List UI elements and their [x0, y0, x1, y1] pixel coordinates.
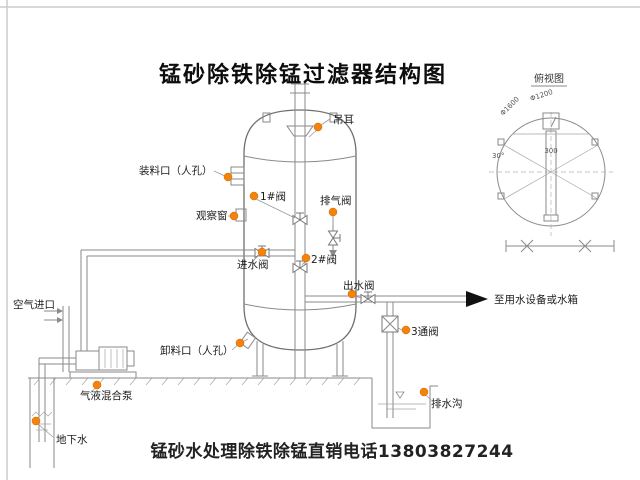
pump-riser-pipe	[80, 250, 88, 351]
label-feed-port: 装料口（人孔）	[139, 164, 213, 177]
label-to-water-equipment: 至用水设备或水箱	[494, 293, 578, 306]
flow-arrow-icon	[466, 291, 488, 307]
label-lifting-lug: 吊耳	[333, 114, 354, 126]
label-groundwater: 地下水	[56, 433, 88, 446]
vessel-legs	[252, 341, 348, 377]
drain-ditch-shape	[371, 378, 438, 429]
label-exhaust-valve: 排气阀	[320, 194, 352, 207]
exhaust-arrow-icon	[329, 250, 337, 257]
marker-pump	[92, 380, 102, 390]
marker-valve-2	[301, 253, 311, 263]
air-inlet-pipe	[62, 306, 70, 372]
dim-phi1600: Φ1600	[499, 95, 521, 117]
pump-assembly	[69, 346, 137, 379]
filter-vessel	[230, 109, 357, 377]
marker-drain-ditch	[419, 387, 429, 397]
marker-discharge-port	[235, 338, 245, 348]
top-view: 俯视图 Φ1200 Φ1600 300 30°	[489, 72, 615, 253]
top-view-gauge	[542, 112, 560, 130]
air-inlet-arrow-icon	[44, 308, 63, 323]
marker-inlet-valve	[257, 247, 267, 257]
label-three-way-valve: 3通阀	[411, 325, 439, 338]
component-labels: 吊耳 装料口（人孔） 观察窗 1#阀 排气阀 进水阀 2#阀 出水阀 空气进口 …	[13, 114, 578, 446]
label-gas-liquid-pump: 气液混合泵	[80, 389, 133, 402]
groundwater-well	[29, 378, 55, 468]
label-valve-1: 1#阀	[260, 190, 286, 203]
page-title: 锰砂除铁除锰过滤器结构图	[159, 62, 447, 88]
label-air-inlet: 空气进口	[13, 298, 55, 311]
center-pipe	[290, 83, 310, 378]
label-outlet-valve: 出水阀	[343, 279, 375, 292]
dim-30deg: 30°	[492, 152, 504, 160]
label-drain-ditch: 排水沟	[431, 397, 463, 410]
marker-valve-1	[249, 191, 259, 201]
internal-distributor	[286, 125, 314, 137]
label-inlet-valve: 进水阀	[237, 258, 269, 271]
marker-three-way-valve	[401, 325, 411, 335]
discharge-manhole	[239, 331, 257, 350]
label-observation-window: 观察窗	[196, 209, 228, 222]
marker-observation-window	[229, 211, 239, 221]
piping	[38, 83, 468, 442]
ground-line	[28, 377, 372, 386]
three-way-valve-body	[381, 315, 399, 333]
top-view-flange-detail	[505, 239, 615, 253]
suction-pipe	[38, 357, 76, 442]
contact-caption: 锰砂水处理除铁除锰直销电话13803827244	[150, 441, 513, 462]
marker-lifting-lug	[313, 122, 323, 132]
marker-exhaust-valve	[328, 207, 338, 217]
label-discharge-port: 卸料口（人孔）	[160, 344, 234, 357]
marker-groundwater	[31, 416, 41, 426]
label-valve-2: 2#阀	[311, 253, 337, 266]
top-view-label: 俯视图	[534, 72, 564, 85]
marker-feed-port	[223, 172, 233, 182]
marker-dots	[31, 122, 429, 426]
dim-phi1200: Φ1200	[529, 88, 554, 103]
feed-manhole	[230, 166, 245, 186]
lifting-lug-left	[262, 112, 271, 123]
dim-300: 300	[544, 147, 557, 155]
lifting-lug-right	[329, 112, 338, 123]
marker-outlet-valve	[347, 289, 357, 299]
